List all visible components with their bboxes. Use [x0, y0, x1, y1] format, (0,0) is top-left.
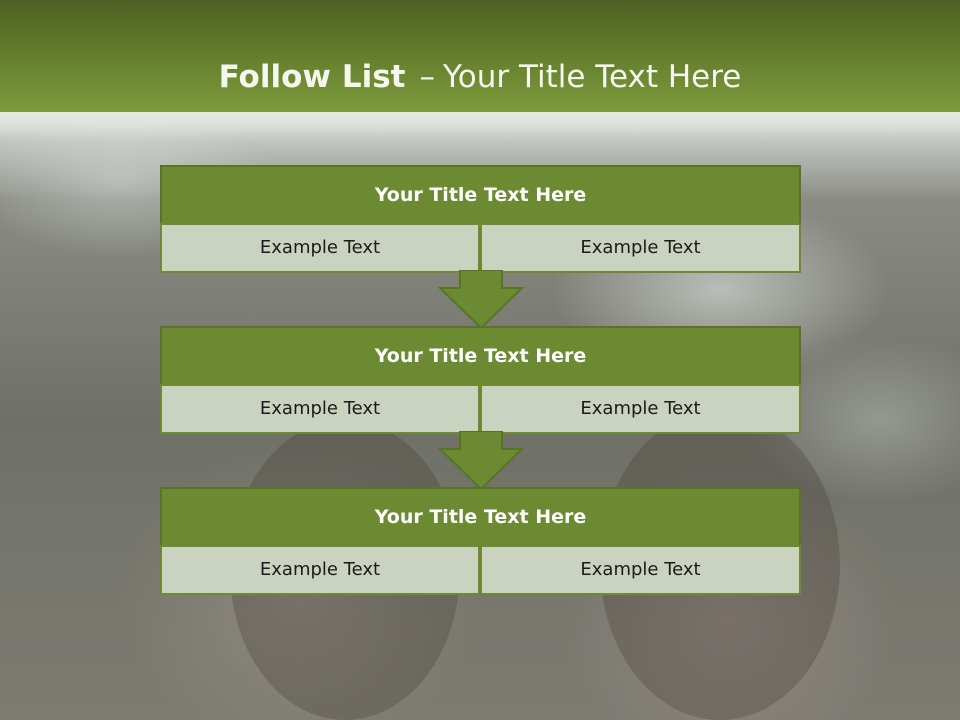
title-rest: Your Title Text Here	[442, 59, 742, 95]
step-block-3: Your Title Text Here Example Text Exampl…	[160, 487, 801, 595]
down-arrow-icon	[438, 270, 524, 330]
example-cell-left: Example Text	[160, 384, 480, 434]
step-block-2: Your Title Text Here Example Text Exampl…	[160, 326, 801, 434]
header-band	[0, 0, 960, 112]
title-bold: Follow List	[218, 59, 406, 95]
title-separator: –	[419, 59, 435, 95]
example-cell-right: Example Text	[480, 223, 801, 273]
slide-title: Follow List–Your Title Text Here	[0, 54, 960, 100]
example-cell-left: Example Text	[160, 545, 480, 595]
example-cell-right: Example Text	[480, 384, 801, 434]
example-cell-right: Example Text	[480, 545, 801, 595]
example-cell-left: Example Text	[160, 223, 480, 273]
step-title: Your Title Text Here	[160, 487, 801, 547]
header-fade	[0, 112, 960, 140]
step-title: Your Title Text Here	[160, 326, 801, 386]
down-arrow-icon	[438, 431, 524, 491]
step-block-1: Your Title Text Here Example Text Exampl…	[160, 165, 801, 273]
step-title: Your Title Text Here	[160, 165, 801, 225]
